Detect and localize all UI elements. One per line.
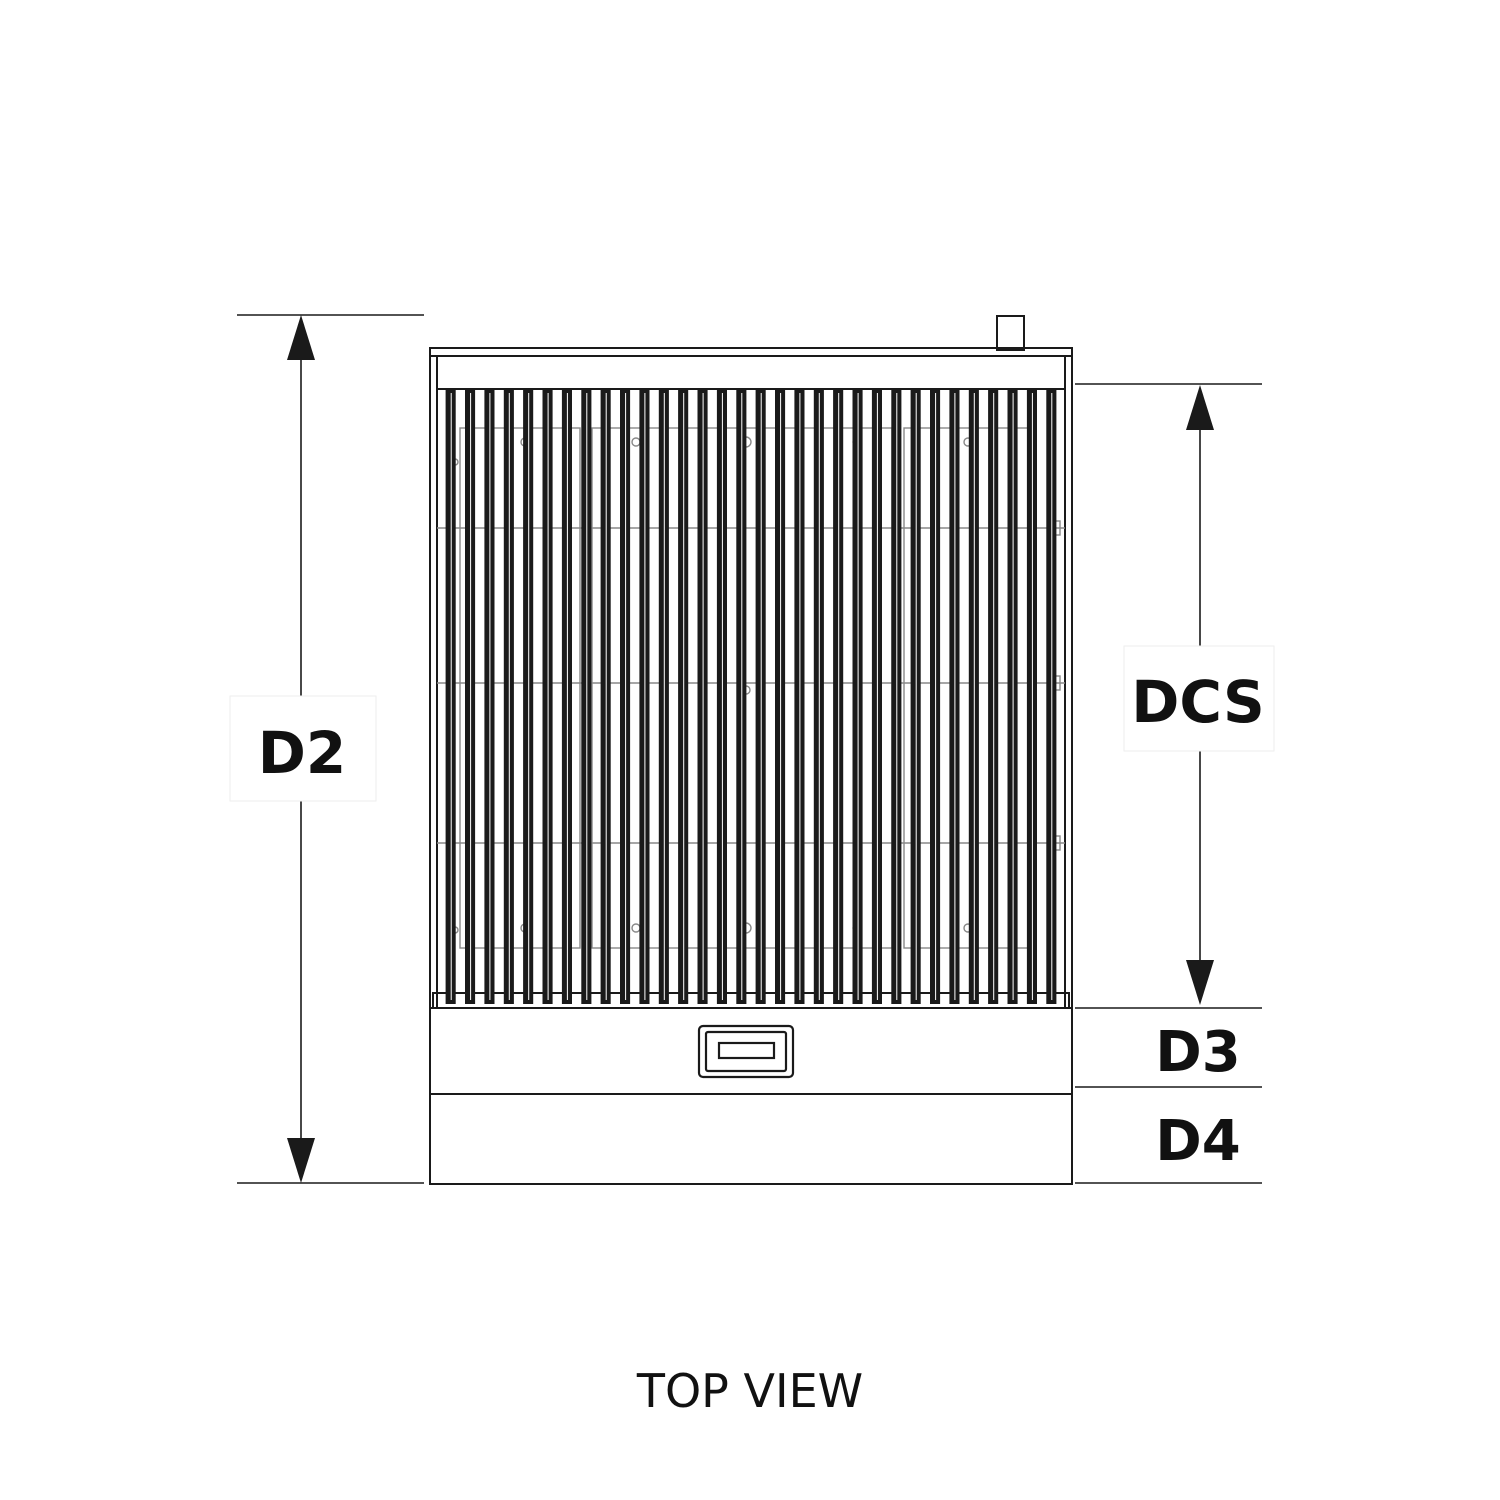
d2-arrow-down <box>287 1138 315 1183</box>
grate-bar <box>542 389 553 1004</box>
front-control-strip <box>429 1007 1073 1095</box>
dcs-arrow-down <box>1186 960 1214 1005</box>
grate-bars <box>445 389 1057 1004</box>
view-caption: TOP VIEW <box>636 1364 863 1418</box>
d2-label: D2 <box>258 719 347 787</box>
grate-bar <box>930 389 941 1004</box>
appliance-body <box>429 315 1073 1185</box>
grate-bar <box>445 389 456 1004</box>
rear-trim <box>436 355 1066 390</box>
grate-bar <box>910 389 921 1004</box>
flue-pipe <box>996 315 1025 351</box>
dcs-label-box <box>1123 645 1275 752</box>
grate-bar <box>1007 389 1018 1004</box>
grate-bar <box>678 389 689 1004</box>
grate-bar <box>775 389 786 1004</box>
arrowheads <box>287 315 1214 1183</box>
control-handle <box>697 1024 795 1079</box>
grate-bar <box>620 389 631 1004</box>
d2-arrow-up <box>287 315 315 360</box>
d4-label: D4 <box>1155 1109 1240 1174</box>
grate-bar <box>852 389 863 1004</box>
d3-label: D3 <box>1155 1020 1240 1085</box>
grate-bar <box>697 389 708 1004</box>
grate-bar <box>988 389 999 1004</box>
grate-bar <box>755 389 766 1004</box>
d2-label-box <box>229 695 377 802</box>
grate-bar <box>465 389 476 1004</box>
grate-bar <box>600 389 611 1004</box>
front-edge <box>429 1093 1073 1185</box>
rear-rail <box>429 347 1073 357</box>
dcs-arrow-up <box>1186 385 1214 430</box>
grate-bar <box>523 389 534 1004</box>
dcs-label: DCS <box>1131 668 1265 736</box>
grate-bar <box>833 389 844 1004</box>
